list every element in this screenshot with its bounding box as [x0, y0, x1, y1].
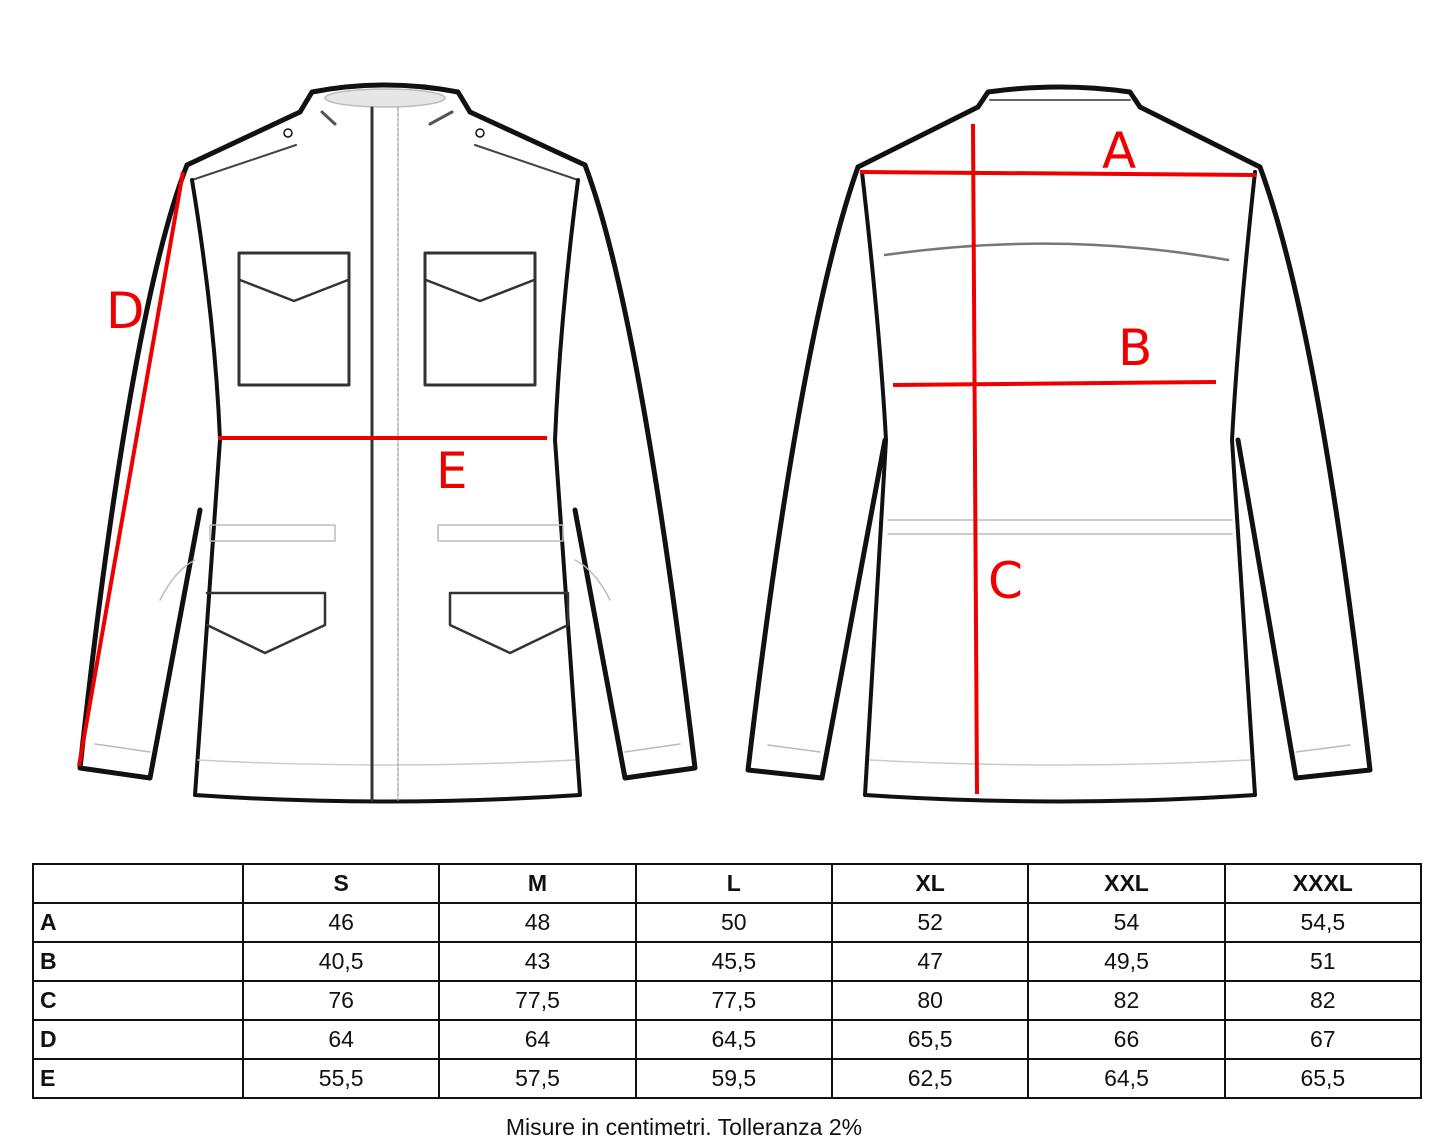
- column-header-s: S: [241, 863, 441, 904]
- table-cell: 65,5: [830, 1019, 1030, 1060]
- row-header: E: [32, 1058, 244, 1099]
- column-header-xxxl: XXXL: [1223, 863, 1423, 904]
- row-header: A: [32, 902, 244, 943]
- table-cell: 66: [1027, 1019, 1226, 1060]
- table-cell: 49,5: [1027, 941, 1226, 982]
- table-cell: 59,5: [634, 1058, 833, 1099]
- table-cell: 50: [634, 902, 833, 943]
- table-cell: 46: [241, 902, 441, 943]
- jacket-drawings: D E A B C: [77, 82, 1373, 804]
- table-cell: 64,5: [634, 1019, 833, 1060]
- table-cell: 67: [1223, 1019, 1423, 1060]
- table-cell: 47: [830, 941, 1030, 982]
- row-header: C: [32, 980, 244, 1021]
- measure-label-e: E: [436, 442, 468, 500]
- table-cell: 82: [1027, 980, 1226, 1021]
- table-cell: 62,5: [830, 1058, 1030, 1099]
- measure-label-d: D: [106, 282, 145, 340]
- table-cell: 76: [241, 980, 441, 1021]
- column-header-xl: XL: [830, 863, 1030, 904]
- table-cell: 65,5: [1223, 1058, 1423, 1099]
- table-cell: 77,5: [634, 980, 833, 1021]
- table-cell: 45,5: [634, 941, 833, 982]
- table-cell: 51: [1223, 941, 1423, 982]
- table-cell: 77,5: [438, 980, 637, 1021]
- measurement-footnote: Misure in centimetri. Tolleranza 2%: [505, 1114, 863, 1140]
- corner-cell: [32, 863, 244, 904]
- column-header-l: L: [634, 863, 833, 904]
- table-row-e: E 55,5 57,5 59,5 62,5 64,5 65,5: [32, 1058, 1423, 1099]
- table-cell: 80: [830, 980, 1030, 1021]
- measure-label-a: A: [1102, 122, 1136, 180]
- table-cell: 48: [438, 902, 637, 943]
- table-cell: 64: [438, 1019, 637, 1060]
- table-cell: 57,5: [438, 1058, 637, 1099]
- measure-line-c: [971, 123, 979, 795]
- table-cell: 55,5: [241, 1058, 441, 1099]
- row-header: D: [32, 1019, 244, 1060]
- jacket-front-view: [77, 82, 698, 804]
- table-cell: 64,5: [1027, 1058, 1226, 1099]
- table-header-row: S M L XL XXL XXXL: [32, 863, 1423, 904]
- table-row-d: D 64 64 64,5 65,5 66 67: [32, 1019, 1423, 1060]
- measure-label-c: C: [988, 552, 1023, 610]
- column-header-m: M: [438, 863, 637, 904]
- table-row-c: C 76 77,5 77,5 80 82 82: [32, 980, 1423, 1021]
- table-cell: 54,5: [1223, 902, 1423, 943]
- measure-line-a: [859, 170, 1257, 177]
- table-cell: 40,5: [241, 941, 441, 982]
- table-row-b: B 40,5 43 45,5 47 49,5 51: [32, 941, 1423, 982]
- column-header-xxl: XXL: [1027, 863, 1226, 904]
- measure-line-d: [77, 171, 185, 767]
- table-row-a: A 46 48 50 52 54 54,5: [32, 902, 1423, 943]
- table-cell: 43: [438, 941, 637, 982]
- table-cell: 52: [830, 902, 1030, 943]
- table-cell: 82: [1223, 980, 1423, 1021]
- table-cell: 54: [1027, 902, 1226, 943]
- jacket-back-view: [745, 84, 1373, 804]
- measure-label-b: B: [1118, 319, 1152, 377]
- measure-line-b: [892, 380, 1217, 387]
- size-chart-table: S M L XL XXL XXXL A 46 48 50 52 54 54,5 …: [32, 863, 1423, 1099]
- table-cell: 64: [241, 1019, 441, 1060]
- row-header: B: [32, 941, 244, 982]
